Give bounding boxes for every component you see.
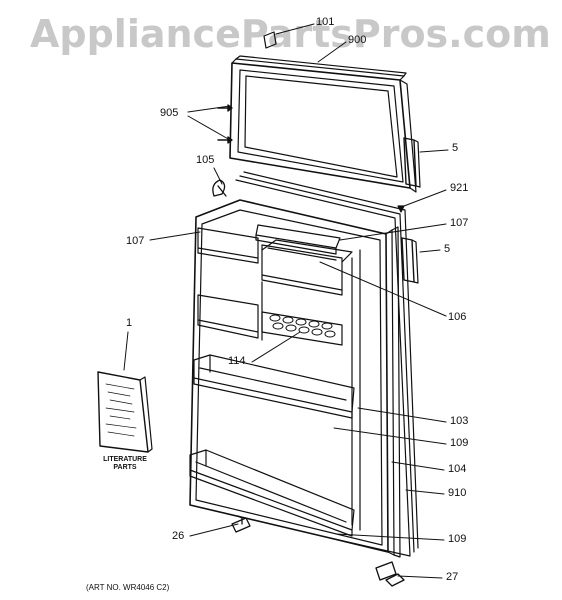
- screw-921: [397, 205, 405, 213]
- art-number: (ART NO. WR4046 C2): [86, 583, 170, 592]
- callout-905: 905: [160, 107, 179, 119]
- callout-103: 103: [450, 415, 469, 427]
- leader-lines: [123, 23, 449, 579]
- callout-910: 910: [448, 487, 467, 499]
- clip-105: [212, 179, 227, 197]
- literature-booklet: [97, 371, 153, 453]
- freezer-door: [229, 55, 421, 193]
- literature-label: LITERATURE PARTS: [95, 456, 155, 471]
- callout-27: 27: [446, 571, 459, 583]
- callout-104: 104: [448, 463, 467, 475]
- literature-label-line1: LITERATURE: [103, 456, 147, 463]
- callout-114: 114: [228, 355, 246, 367]
- callout-107-left: 107: [126, 235, 145, 247]
- callout-1: 1: [126, 317, 133, 329]
- callout-26: 26: [172, 530, 185, 542]
- callout-106: 106: [448, 311, 467, 323]
- hinge-26: [231, 515, 251, 533]
- callout-900: 900: [348, 34, 367, 46]
- callout-101: 101: [316, 16, 335, 28]
- fresh-food-door: [189, 171, 419, 558]
- callout-105: 105: [196, 154, 215, 166]
- handle-fresh-food: [401, 237, 419, 284]
- callout-107-right: 107: [450, 217, 469, 229]
- callout-5-top: 5: [452, 142, 459, 154]
- callout-109-bottom: 109: [448, 533, 467, 545]
- literature-label-line2: PARTS: [113, 463, 137, 471]
- callout-921: 921: [450, 182, 469, 194]
- part-101: [263, 31, 277, 49]
- callout-109-mid: 109: [450, 437, 469, 449]
- hinge-27: [375, 561, 405, 587]
- callout-5-mid: 5: [444, 243, 451, 255]
